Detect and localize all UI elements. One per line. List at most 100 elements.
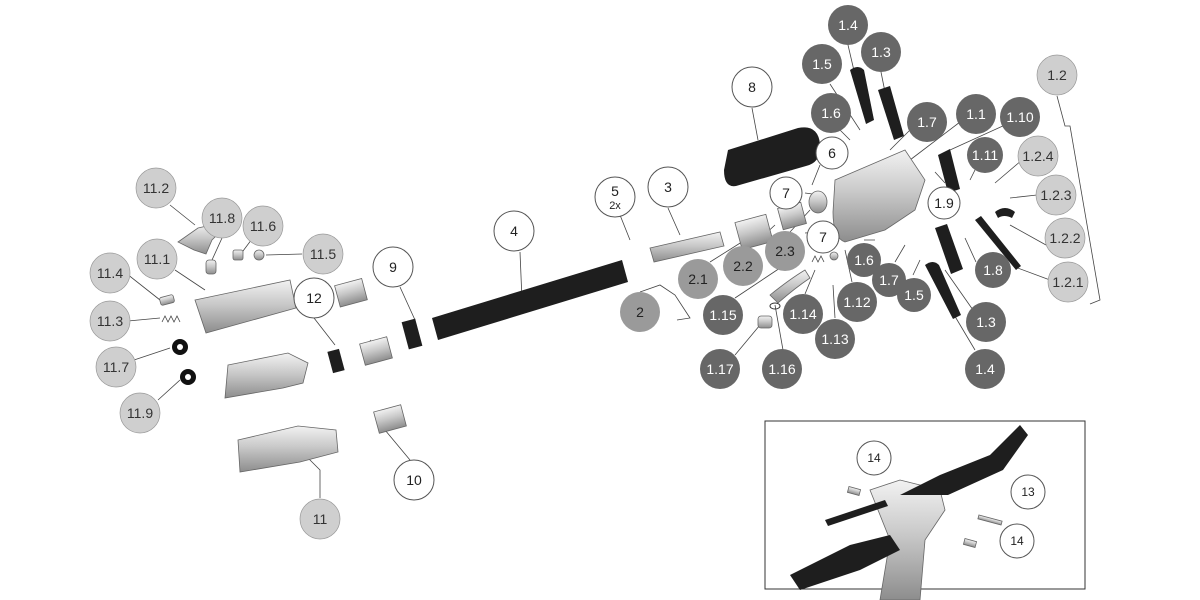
svg-text:4: 4 (510, 223, 518, 239)
callout-2-2[interactable]: 2.2 (723, 246, 763, 286)
callout-1-6-top[interactable]: 1.6 (811, 93, 851, 133)
callout-11-4[interactable]: 11.4 (89, 252, 131, 294)
svg-text:1.2: 1.2 (1047, 67, 1067, 83)
callout-1-4-top[interactable]: 1.4 (828, 5, 868, 45)
callout-10[interactable]: 10 (393, 459, 435, 501)
part-4-tube (432, 260, 628, 340)
part-11-3-spring (161, 315, 181, 323)
svg-text:1.15: 1.15 (709, 307, 736, 323)
callout-1-7-bottom[interactable]: 1.7 (872, 263, 906, 297)
part-1-3-handle-top (878, 86, 904, 140)
callout-11-7[interactable]: 11.7 (95, 346, 137, 388)
callout-1-2[interactable]: 1.2 (1036, 54, 1078, 96)
callout-1-12[interactable]: 1.12 (837, 282, 877, 322)
callout-14-inset-top[interactable]: 14 (856, 440, 892, 476)
part-1-14-spring (811, 255, 825, 263)
svg-text:1.6: 1.6 (854, 252, 874, 268)
svg-text:11.6: 11.6 (250, 218, 276, 234)
callout-1-8[interactable]: 1.8 (975, 252, 1011, 288)
callout-14-inset-bottom[interactable]: 14 (999, 523, 1035, 559)
svg-text:1.2.2: 1.2.2 (1049, 230, 1080, 246)
callout-11-5[interactable]: 11.5 (302, 233, 344, 275)
svg-text:10: 10 (406, 472, 422, 488)
callout-12[interactable]: 12 (293, 277, 335, 319)
part-1-1-body (832, 149, 926, 243)
svg-text:1.16: 1.16 (768, 361, 795, 377)
callout-11-9[interactable]: 11.9 (119, 392, 161, 434)
part-11-8-pin (205, 259, 217, 275)
callout-6[interactable]: 6 (815, 136, 849, 170)
callout-11-6[interactable]: 11.6 (242, 205, 284, 247)
part-1-13-ball (829, 251, 839, 261)
svg-text:1.10: 1.10 (1006, 109, 1033, 125)
callout-1-2-3[interactable]: 1.2.3 (1035, 174, 1077, 216)
svg-text:13: 13 (1021, 485, 1035, 499)
svg-text:1.6: 1.6 (821, 105, 841, 121)
callout-11-1[interactable]: 11.1 (136, 238, 178, 280)
svg-text:12: 12 (306, 290, 322, 306)
svg-text:8: 8 (748, 79, 756, 95)
callout-11-3[interactable]: 11.3 (89, 300, 131, 342)
part-10-sleeve-c (373, 404, 407, 434)
callout-1-16[interactable]: 1.16 (762, 349, 802, 389)
callout-7-lower[interactable]: 7 (806, 220, 840, 254)
callout-11-8[interactable]: 11.8 (201, 197, 243, 239)
callout-1-15[interactable]: 1.15 (703, 295, 743, 335)
callout-1-2-2[interactable]: 1.2.2 (1044, 217, 1086, 259)
svg-text:1.13: 1.13 (821, 331, 848, 347)
callout-1-4-bottom[interactable]: 1.4 (965, 349, 1005, 389)
svg-text:6: 6 (828, 145, 836, 161)
callout-2[interactable]: 2 (620, 292, 660, 332)
callout-11[interactable]: 11 (299, 498, 341, 540)
callout-7-upper[interactable]: 7 (769, 176, 803, 210)
part-1-2-2-trigger (995, 208, 1015, 218)
callout-1-11[interactable]: 1.11 (967, 137, 1003, 173)
callout-3[interactable]: 3 (647, 166, 689, 208)
svg-text:1.12: 1.12 (843, 294, 870, 310)
svg-text:1.4: 1.4 (975, 361, 995, 377)
callout-1-6-bottom[interactable]: 1.6 (847, 243, 881, 277)
callout-8[interactable]: 8 (731, 66, 773, 108)
svg-text:1.5: 1.5 (904, 287, 924, 303)
callout-1-10[interactable]: 1.10 (1000, 97, 1040, 137)
callout-1-5-top[interactable]: 1.5 (802, 44, 842, 84)
callout-1-3-bottom[interactable]: 1.3 (966, 302, 1006, 342)
callout-1-2-4[interactable]: 1.2.4 (1017, 135, 1059, 177)
callout-1-9[interactable]: 1.9 (927, 186, 961, 220)
part-1-3-handle-bottom (935, 224, 963, 274)
part-11-5-nut (253, 249, 265, 261)
part-1-4-handle-top (850, 67, 874, 124)
part-1-17-nut (757, 315, 773, 329)
svg-text:11.5: 11.5 (310, 246, 336, 262)
callout-11-2[interactable]: 11.2 (135, 167, 177, 209)
callout-1-7-top[interactable]: 1.7 (907, 102, 947, 142)
callout-5[interactable]: 52x (594, 176, 636, 218)
svg-text:1.2.3: 1.2.3 (1040, 187, 1071, 203)
callout-13-inset[interactable]: 13 (1010, 474, 1046, 510)
svg-text:9: 9 (389, 259, 397, 275)
callout-1-5-bottom[interactable]: 1.5 (897, 278, 931, 312)
callout-1-17[interactable]: 1.17 (700, 349, 740, 389)
inset-detail-box (764, 420, 1086, 600)
svg-text:11.1: 11.1 (144, 251, 170, 267)
svg-text:1.5: 1.5 (812, 56, 832, 72)
part-3-piston (649, 231, 725, 263)
callout-1-2-1[interactable]: 1.2.1 (1047, 261, 1089, 303)
part-11-nose-b (237, 425, 339, 473)
svg-text:1.7: 1.7 (879, 272, 899, 288)
callout-4[interactable]: 4 (493, 210, 535, 252)
svg-text:11.8: 11.8 (209, 210, 235, 226)
callout-9[interactable]: 9 (372, 246, 414, 288)
svg-text:1.3: 1.3 (976, 314, 996, 330)
callout-1-1[interactable]: 1.1 (956, 94, 996, 134)
callout-1-14[interactable]: 1.14 (783, 294, 823, 334)
callout-2-3[interactable]: 2.3 (765, 231, 805, 271)
svg-text:1.11: 1.11 (972, 147, 998, 163)
svg-text:1.4: 1.4 (838, 17, 858, 33)
svg-text:3: 3 (664, 179, 672, 195)
callout-1-3-top[interactable]: 1.3 (861, 32, 901, 72)
callout-1-13[interactable]: 1.13 (815, 319, 855, 359)
callout-2-1[interactable]: 2.1 (678, 259, 718, 299)
part-1-15-elbow (769, 269, 811, 304)
